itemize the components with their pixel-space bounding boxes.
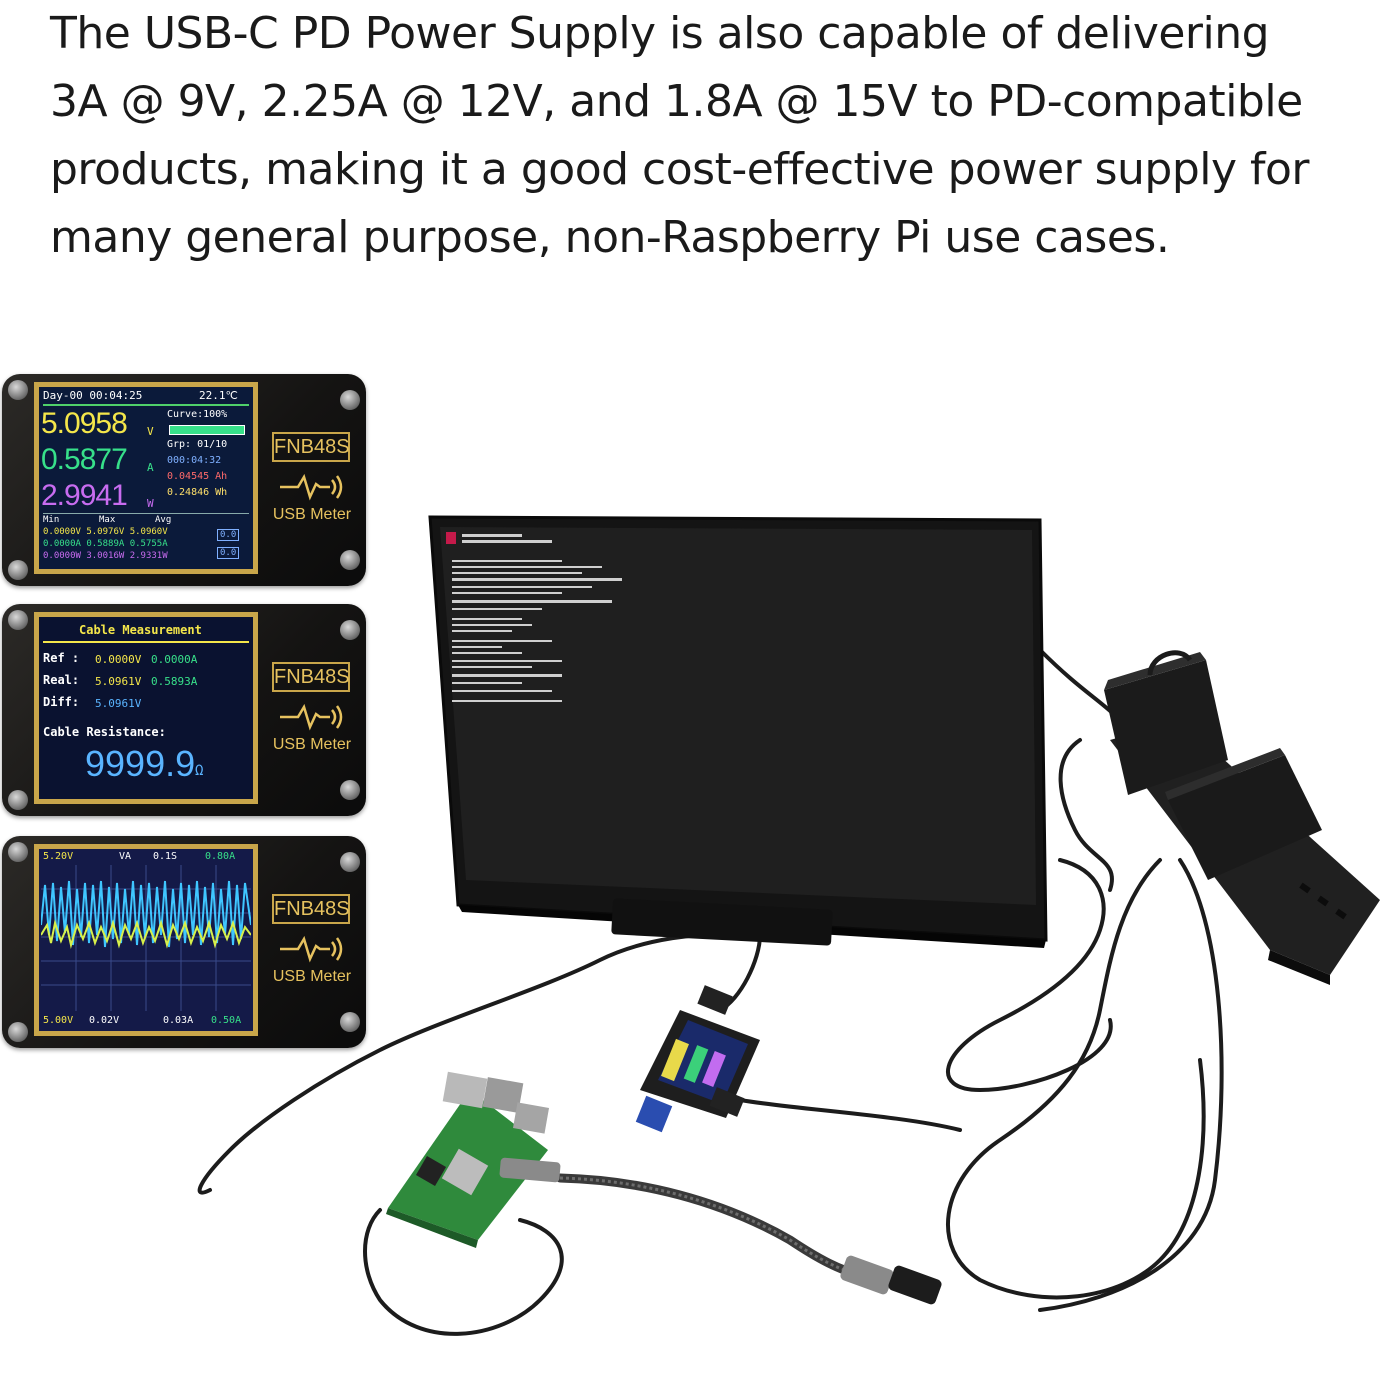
usb-c-pd-power-supply [1165,748,1322,880]
screw-icon [340,620,360,640]
power-stats: 0.0000W 3.0016W 2.9331W [43,551,168,561]
min-header: Min [43,515,60,525]
screw-icon [8,842,28,862]
meter-waveform: 5.20V VA 0.1S 0.80A 5.00V 0.02V 0.03A 0.… [2,836,366,1048]
real-label: Real: [43,673,80,687]
screw-icon [340,390,360,410]
current-ripple: 0.03A [163,1015,194,1026]
headline-line-4: many general purpose, non-Raspberry Pi u… [50,212,1170,263]
screw-icon [8,380,28,400]
screw-icon [8,610,28,630]
meter-lcd: 5.20V VA 0.1S 0.80A 5.00V 0.02V 0.03A 0.… [34,844,258,1036]
resistance-label: Cable Resistance: [43,725,166,739]
power-value: 2.9941 [41,479,128,512]
curve-label: Curve:100% [167,409,228,420]
headline-line-3: products, making it a good cost-effectiv… [50,144,1310,195]
divider [43,404,249,406]
screw-icon [340,780,360,800]
braided-cable [555,1173,865,1280]
current-stats: 0.0000A 0.5889A 0.5755A [43,539,168,549]
timer: 000:04:32 [167,455,222,466]
meter-main-readings: Day-00 00:04:25 22.1℃ 5.0958 V 0.5877 A … [2,374,366,586]
screw-icon [8,790,28,810]
real-voltage: 5.0961V [95,675,142,688]
screw-icon [8,560,28,580]
screw-icon [340,852,360,872]
diff-voltage: 5.0961V [95,697,142,710]
screw-icon [340,1012,360,1032]
meter-cable-measurement: Cable Measurement Ref : 0.0000V 0.0000A … [2,604,366,816]
runtime: Day-00 00:04:25 [43,389,143,402]
ohm-unit: Ω [195,763,204,779]
curve-bar [169,425,245,435]
ref-label: Ref : [43,651,80,665]
scale-max-voltage: 5.20V [43,851,74,862]
watt-hours: 0.24846 Wh [167,487,228,498]
wall-adapter [1104,650,1228,795]
pulse-wave-icon [280,935,343,963]
headline-line-1: The USB-C PD Power Supply is also capabl… [50,8,1270,59]
avg-header: Avg [155,515,172,525]
brand-subtitle: USB Meter [272,736,352,753]
portable-monitor [428,515,1048,948]
ref-voltage: 0.0000V [95,653,142,666]
cable-title: Cable Measurement [79,623,202,637]
amp-hours: 0.04545 Ah [167,471,228,482]
headline: The USB-C PD Power Supply is also capabl… [50,0,1370,272]
current-value: 0.5877 [41,443,128,476]
time-base: 0.1S [153,851,178,862]
scale-max-current: 0.80A [205,851,236,862]
scale-min-current: 0.50A [211,1015,242,1026]
mode-label: VA [119,851,132,862]
brand-subtitle: USB Meter [272,968,352,985]
brand-subtitle: USB Meter [272,506,352,523]
usb-c-connector [840,1255,894,1295]
waveform-plot [41,865,251,1011]
screw-icon [340,550,360,570]
power-unit: W [147,497,154,510]
headline-line-2: 3A @ 9V, 2.25A @ 12V, and 1.8A @ 15V to … [50,76,1303,127]
ref-current: 0.0000A [151,653,198,666]
dp-box: 0.0 [217,529,240,541]
voltage-ripple: 0.02V [89,1015,120,1026]
voltage-value: 5.0958 [41,407,128,440]
current-unit: A [147,461,154,474]
raspberry-pi-5 [386,1071,561,1248]
voltage-stats: 0.0000V 5.0976V 5.0960V [43,527,168,537]
divider [43,641,249,643]
pulse-wave-icon [280,473,343,501]
group-label: Grp: 01/10 [167,439,228,450]
usb-meter-device [635,985,760,1133]
screw-icon [8,1022,28,1042]
voltage-unit: V [147,425,154,438]
real-current: 0.5893A [151,675,198,688]
brand-label: FNB48S [272,662,350,692]
diff-label: Diff: [43,695,80,709]
brand-label: FNB48S [272,432,350,462]
divider [43,513,249,514]
resistance-value: 9999.9 [85,743,196,784]
max-header: Max [99,515,116,525]
scale-min-voltage: 5.00V [43,1015,74,1026]
dm-box: 0.0 [217,547,240,559]
meter-lcd: Day-00 00:04:25 22.1℃ 5.0958 V 0.5877 A … [34,382,258,574]
pulse-wave-icon [280,703,343,731]
brand-label: FNB48S [272,894,350,924]
temperature: 22.1℃ [199,389,238,402]
meter-lcd: Cable Measurement Ref : 0.0000V 0.0000A … [34,612,258,804]
